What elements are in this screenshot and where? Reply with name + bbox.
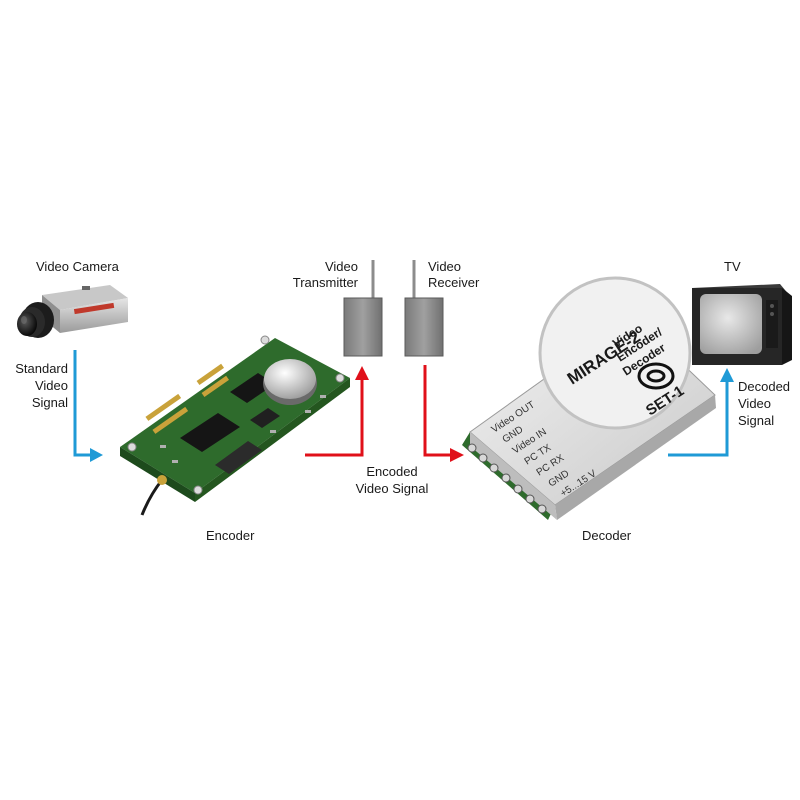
video-camera-label: Video Camera bbox=[36, 259, 119, 274]
arrow-standard-signal bbox=[73, 350, 103, 462]
arrow-to-decoder bbox=[423, 365, 464, 462]
decoded-signal-label-3: Signal bbox=[738, 413, 775, 428]
decoded-signal-label-2: Video bbox=[738, 396, 772, 411]
tv-image bbox=[692, 284, 792, 365]
arrow-to-transmitter bbox=[305, 366, 369, 457]
encoder-label: Encoder bbox=[206, 528, 255, 543]
video-transmitter-image bbox=[343, 260, 383, 357]
standard-signal-label-3: Signal bbox=[31, 395, 68, 410]
video-receiver-label-2: Receiver bbox=[428, 275, 480, 290]
arrow-decoded-signal bbox=[668, 368, 734, 457]
encoded-signal-label-1: Encoded bbox=[366, 464, 418, 479]
encoder-board-image bbox=[120, 335, 350, 516]
standard-signal-label-1: Standard bbox=[15, 361, 68, 376]
decoder-module-image bbox=[462, 276, 716, 520]
video-transmitter-label-2: Transmitter bbox=[292, 275, 358, 290]
decoded-signal-label-1: Decoded bbox=[738, 379, 791, 394]
video-camera-image bbox=[17, 285, 128, 338]
encoded-signal-label-2: Video Signal bbox=[355, 481, 429, 496]
tv-label: TV bbox=[724, 259, 741, 274]
standard-signal-label-2: Video bbox=[34, 378, 68, 393]
decoder-label: Decoder bbox=[582, 528, 632, 543]
video-receiver-label-1: Video bbox=[428, 259, 462, 274]
video-receiver-image bbox=[404, 260, 444, 357]
video-transmitter-label-1: Video bbox=[324, 259, 358, 274]
